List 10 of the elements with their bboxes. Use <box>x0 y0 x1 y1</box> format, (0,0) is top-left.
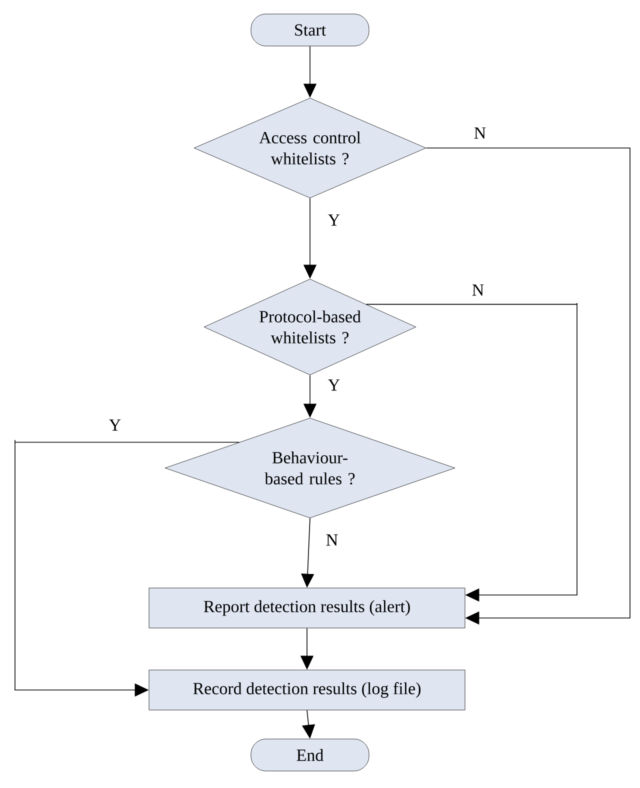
arrow <box>366 302 578 602</box>
edge-label: N <box>472 126 488 140</box>
edge-label: N <box>470 283 486 297</box>
process-box: Record detection results (log file) <box>148 670 466 710</box>
edge-label: Y <box>326 378 342 392</box>
edge-label: Y <box>108 418 122 432</box>
arrow <box>426 148 630 625</box>
edge-label: Y <box>326 213 342 227</box>
edge-label: N <box>324 533 340 547</box>
process-box: Report detection results (alert) <box>148 588 466 628</box>
